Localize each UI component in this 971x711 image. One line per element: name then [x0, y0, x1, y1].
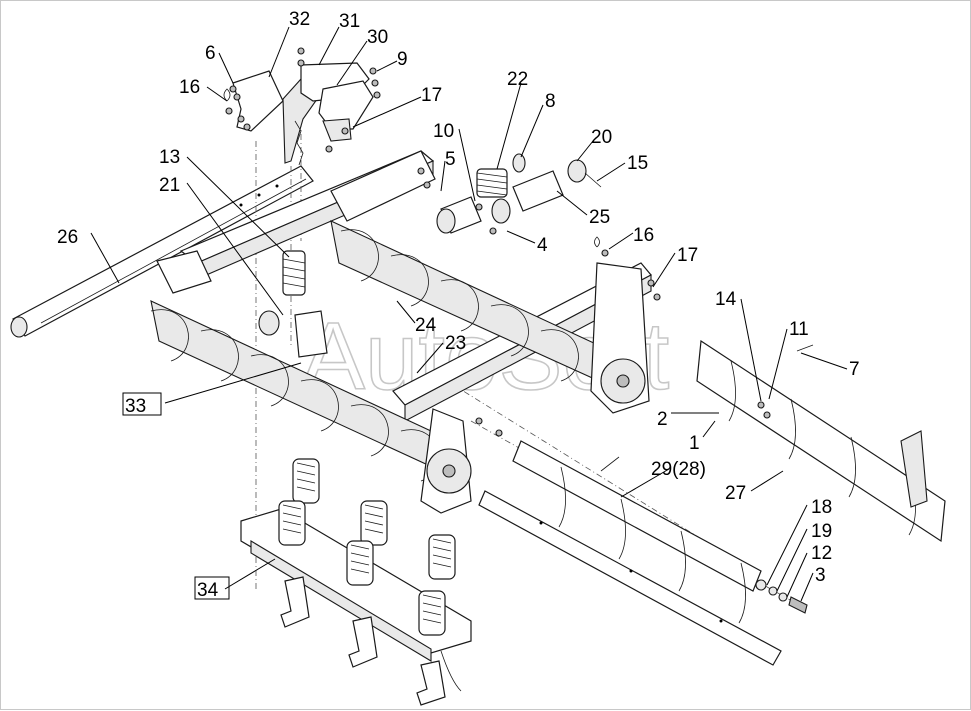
label-33: 33 — [125, 396, 146, 417]
label-16-top: 16 — [179, 77, 200, 98]
top-bracket-assembly — [223, 47, 381, 166]
label-13: 13 — [159, 147, 180, 168]
label-11: 11 — [789, 319, 809, 340]
central-spring-part — [258, 250, 328, 358]
spring-assembly — [436, 153, 602, 235]
label-12: 12 — [811, 543, 832, 564]
label-21: 21 — [159, 175, 180, 196]
label-7: 7 — [849, 359, 860, 380]
label-24: 24 — [415, 315, 437, 336]
label-15: 15 — [627, 153, 648, 174]
label-31: 31 — [339, 11, 360, 32]
label-30: 30 — [367, 27, 388, 48]
label-2: 2 — [657, 409, 668, 430]
label-20: 20 — [591, 127, 612, 148]
label-17-right: 17 — [677, 245, 698, 266]
long-tube-part — [10, 165, 314, 338]
bolt-stack — [755, 579, 808, 614]
label-23: 23 — [445, 333, 466, 354]
rear-roller-part — [330, 150, 650, 414]
label-1: 1 — [689, 433, 700, 454]
label-6: 6 — [205, 43, 216, 64]
label-33-box — [122, 392, 162, 416]
harrow-bar-29 — [475, 417, 762, 624]
label-10: 10 — [433, 121, 454, 142]
label-25: 25 — [589, 207, 610, 228]
label-14: 14 — [715, 289, 737, 310]
label-4: 4 — [537, 235, 548, 256]
bracket-bolts — [417, 167, 661, 301]
tine-frame-34 — [240, 458, 472, 706]
label-18: 18 — [811, 497, 832, 518]
flat-bar-part — [478, 490, 782, 666]
label-26: 26 — [57, 227, 78, 248]
label-17-top: 17 — [421, 85, 442, 106]
label-16-right: 16 — [633, 225, 654, 246]
label-3: 3 — [815, 565, 826, 586]
label-34-box — [194, 576, 230, 600]
label-27: 27 — [725, 483, 746, 504]
label-34: 34 — [197, 580, 219, 601]
label-19: 19 — [811, 521, 832, 542]
callout-labels: 32 31 30 6 9 16 17 22 8 10 20 13 5 15 21… — [57, 9, 860, 601]
label-32: 32 — [289, 9, 310, 30]
front-roller-part — [150, 250, 472, 514]
label-8: 8 — [545, 91, 556, 112]
label-22: 22 — [507, 69, 528, 90]
label-29-28: 29(28) — [651, 459, 706, 480]
leader-lines — [90, 26, 848, 602]
label-9: 9 — [397, 49, 408, 70]
label-5: 5 — [445, 149, 456, 170]
